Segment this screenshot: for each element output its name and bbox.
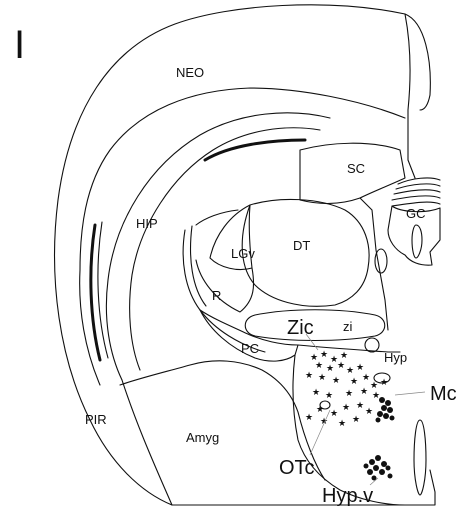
svg-text:★: ★ [356,363,364,373]
label-pir: PIR [85,412,107,427]
label-dt: DT [293,238,310,253]
svg-text:★: ★ [340,351,348,361]
svg-text:★: ★ [346,366,354,376]
label-gc: GC [406,206,426,221]
label-mc: Mc [430,383,457,405]
label-amyg: Amyg [186,430,219,445]
zi-outline [245,310,385,341]
svg-text:★: ★ [305,371,313,381]
label-zi: zi [343,319,353,334]
midline [405,14,430,178]
svg-text:★: ★ [320,417,328,427]
label-pc: PC [241,341,259,356]
svg-text:★: ★ [345,389,353,399]
svg-text:★: ★ [352,415,360,425]
svg-text:★: ★ [360,387,368,397]
svg-text:★: ★ [326,364,334,374]
svg-text:★: ★ [338,419,346,429]
label-r: R [212,288,221,303]
svg-text:★: ★ [312,388,320,398]
svg-text:★: ★ [318,373,326,383]
dt-right-border [360,198,388,330]
svg-text:★: ★ [380,378,388,388]
svg-text:★: ★ [316,405,324,415]
dentate-bold-line [205,140,305,160]
small-circle-zi [365,338,379,352]
svg-text:★: ★ [332,376,340,386]
svg-text:★: ★ [342,403,350,413]
gc-stripes [392,178,440,206]
label-hyp-v: Hyp.v [322,485,373,507]
aqueduct [412,225,422,258]
svg-text:★: ★ [350,377,358,387]
label-hip: HIP [136,216,158,231]
dot-cluster-lower [364,455,393,481]
svg-text:★: ★ [315,361,323,371]
svg-text:★: ★ [337,361,345,371]
star-markers: ★★★ ★★★ ★★★ ★★★ ★★★ ★★★ ★★★ ★★★ ★★★ ★★★ [305,350,388,429]
label-hyp: Hyp [384,350,407,365]
label-zic: Zic [287,317,314,339]
optic-tract-2 [191,226,206,306]
svg-text:★: ★ [372,391,380,401]
label-lgv: LGv [231,246,255,261]
svg-text:★: ★ [356,401,364,411]
svg-text:★: ★ [305,413,313,423]
svg-text:★: ★ [325,391,333,401]
label-neo: NEO [176,65,204,80]
svg-text:★: ★ [330,409,338,419]
pir-border [122,380,172,505]
svg-text:★: ★ [365,407,373,417]
panel-letter: I [14,23,25,67]
label-sc: SC [347,161,365,176]
svg-text:★: ★ [320,350,328,360]
mc-leader [395,392,425,395]
third-ventricle [414,420,426,495]
label-otc: OTc [279,457,315,479]
svg-text:★: ★ [362,373,370,383]
svg-text:★: ★ [370,381,378,391]
amyg-border [120,361,298,412]
small-oval-dt [375,249,387,273]
